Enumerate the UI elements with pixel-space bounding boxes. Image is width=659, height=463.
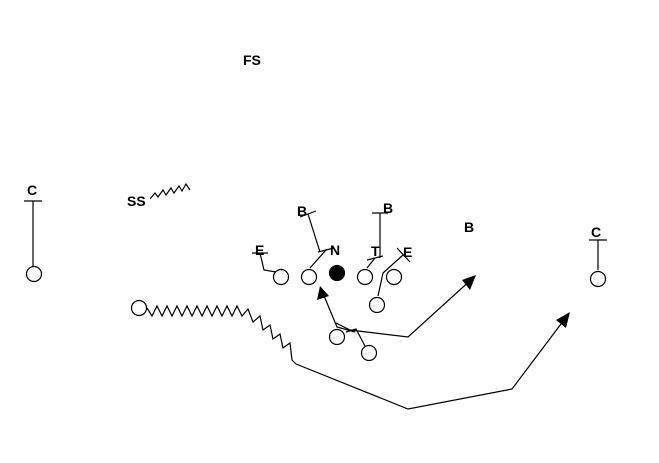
counter-route-arrowhead: [317, 286, 329, 300]
backer-middle-block: [372, 212, 388, 258]
backer-left-block: [299, 210, 321, 253]
deep-route-arrowhead: [556, 312, 570, 328]
label-end-left: E: [255, 242, 264, 258]
label-strong-safety: SS: [127, 193, 146, 209]
label-corner-right: C: [591, 224, 601, 240]
nose-block: [309, 247, 335, 269]
player-left-guard: [300, 268, 318, 286]
corner-left-block: [24, 200, 42, 266]
player-quarterback: [328, 328, 346, 346]
player-right-tackle: [385, 268, 403, 286]
label-end-right: E: [403, 244, 412, 260]
player-running-back: [360, 344, 378, 362]
tackle-block: [366, 255, 384, 269]
center-ball: [328, 264, 346, 282]
player-tight-end: [368, 296, 386, 314]
end-left-block: [252, 252, 277, 273]
player-motion-receiver: [130, 299, 148, 317]
player-left-tackle: [272, 268, 290, 286]
label-backer-middle: B: [383, 200, 393, 216]
label-nose: N: [330, 242, 340, 258]
deep-route: [295, 315, 568, 410]
counter-route: [321, 290, 356, 333]
player-right-guard: [356, 268, 374, 286]
player-left-receiver: [25, 265, 43, 283]
motion-zigzag-route: [146, 304, 297, 365]
cross-route-arrowhead: [462, 275, 476, 290]
end-right-block: [377, 247, 411, 297]
ss-zigzag: [149, 182, 191, 200]
label-free-safety: FS: [243, 52, 261, 68]
player-right-receiver: [589, 270, 607, 288]
corner-right-block: [589, 239, 607, 270]
back-block-line: [345, 328, 367, 349]
label-backer-left: B: [297, 203, 307, 219]
cross-route: [335, 277, 474, 338]
label-corner-left: C: [27, 182, 37, 198]
label-backer-right: B: [464, 219, 474, 235]
label-tackle: T: [371, 243, 380, 259]
